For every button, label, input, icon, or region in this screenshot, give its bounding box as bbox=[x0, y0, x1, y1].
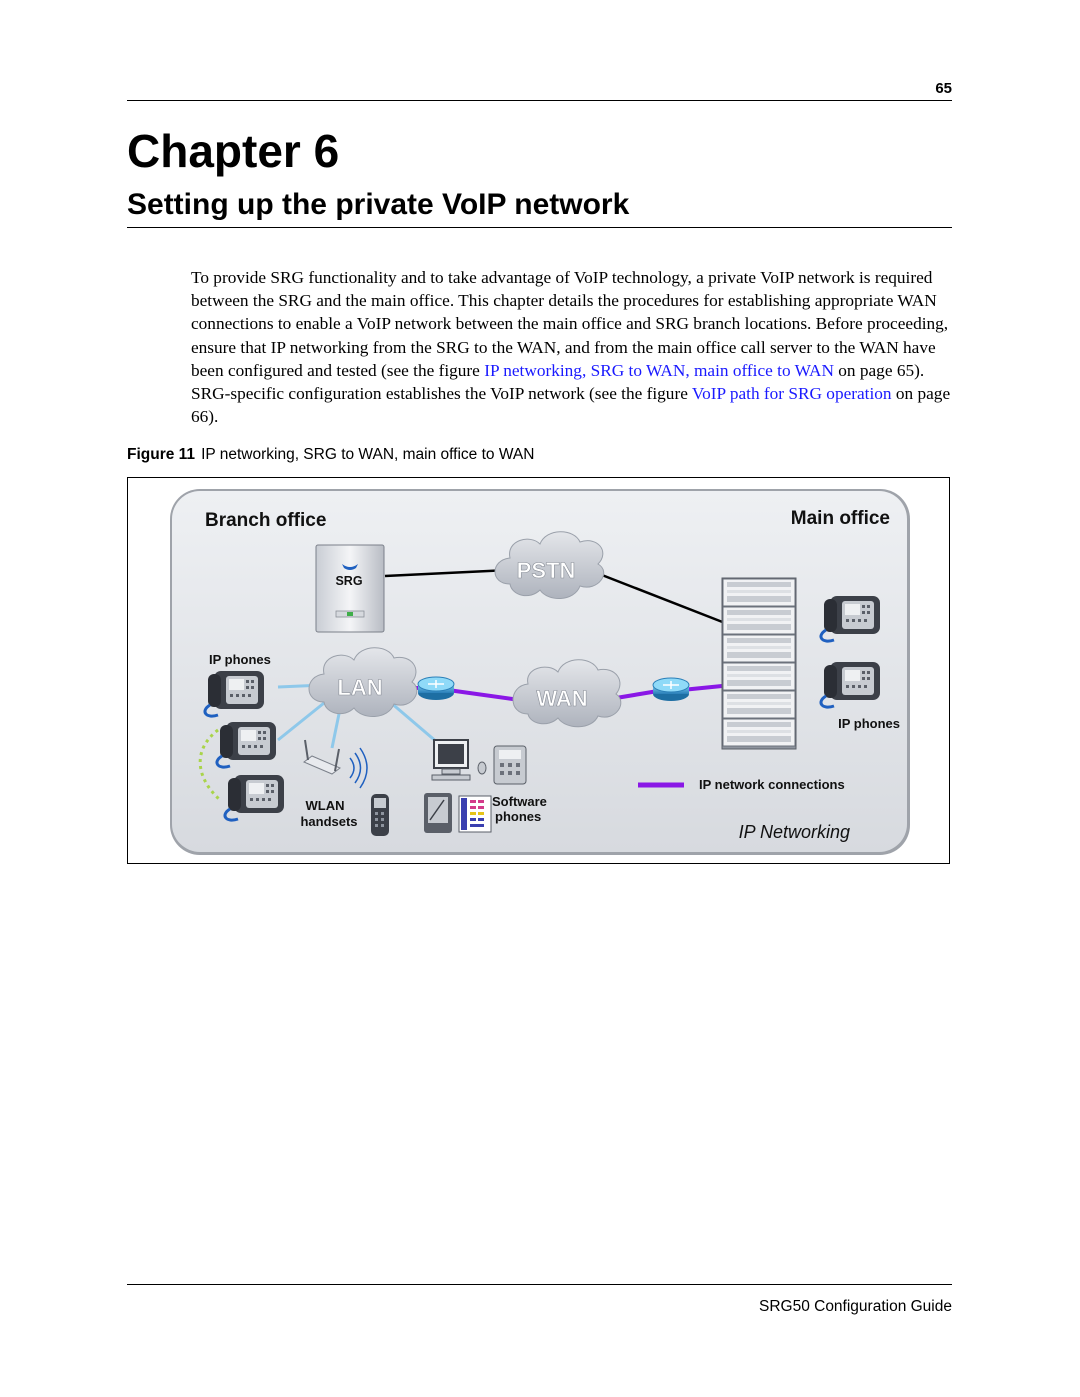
handsets-label: handsets bbox=[300, 814, 357, 829]
figure-11-link[interactable]: IP networking, SRG to WAN, main office t… bbox=[484, 360, 834, 380]
software-phone-screen-icon bbox=[458, 795, 492, 833]
pstn-cloud bbox=[494, 531, 605, 599]
main-office-label: Main office bbox=[791, 508, 890, 529]
wireless-link-arc bbox=[198, 728, 222, 802]
srg-label: SRG bbox=[335, 574, 362, 588]
legend-label: IP network connections bbox=[699, 777, 845, 792]
pc-icon bbox=[431, 739, 487, 781]
figure-caption: Figure 11 IP networking, SRG to WAN, main… bbox=[127, 446, 534, 464]
voip-path-link[interactable]: VoIP path for SRG operation bbox=[691, 384, 892, 404]
desk-set-icon bbox=[493, 745, 527, 785]
header-rule bbox=[127, 100, 952, 101]
ip-networking-label: IP Networking bbox=[739, 822, 850, 842]
wlan-label: WLAN bbox=[306, 798, 345, 813]
phones-label: phones bbox=[495, 809, 541, 824]
software-label: Software bbox=[492, 794, 547, 809]
main-router-icon bbox=[652, 677, 690, 701]
figure-number: Figure 11 bbox=[127, 446, 196, 463]
wlan-access-point bbox=[303, 739, 368, 789]
chapter-heading: Chapter 6 bbox=[127, 125, 340, 177]
footer-text: SRG50 Configuration Guide bbox=[758, 1298, 952, 1315]
figure-frame: Branch office Main office SRG PSTN LAN W… bbox=[127, 477, 950, 864]
lan-label: LAN bbox=[337, 675, 382, 700]
chapter-title: Setting up the private VoIP network bbox=[127, 188, 630, 221]
pstn-callserver-link bbox=[583, 566, 726, 625]
lan-cloud bbox=[308, 647, 418, 717]
call-server-rack bbox=[721, 577, 797, 750]
branch-office-label: Branch office bbox=[205, 510, 326, 531]
pda-icon bbox=[424, 793, 452, 833]
network-diagram: Branch office Main office SRG PSTN LAN W… bbox=[170, 489, 910, 855]
branch-router-icon bbox=[417, 676, 455, 700]
footer-rule bbox=[127, 1284, 952, 1285]
figure-caption-text: IP networking, SRG to WAN, main office t… bbox=[201, 446, 535, 463]
title-rule bbox=[127, 227, 952, 228]
wan-label: WAN bbox=[536, 686, 587, 711]
pstn-label: PSTN bbox=[517, 558, 576, 583]
branch-ip-phones-label: IP phones bbox=[209, 652, 271, 667]
main-ip-phones-label: IP phones bbox=[838, 716, 900, 731]
srg-pstn-link bbox=[384, 568, 511, 578]
page-number: 65 bbox=[935, 80, 952, 97]
srg-device bbox=[315, 544, 385, 633]
intro-paragraph: To provide SRG functionality and to take… bbox=[191, 268, 951, 427]
wan-cloud bbox=[512, 659, 622, 728]
wlan-handset-icon bbox=[371, 794, 389, 836]
